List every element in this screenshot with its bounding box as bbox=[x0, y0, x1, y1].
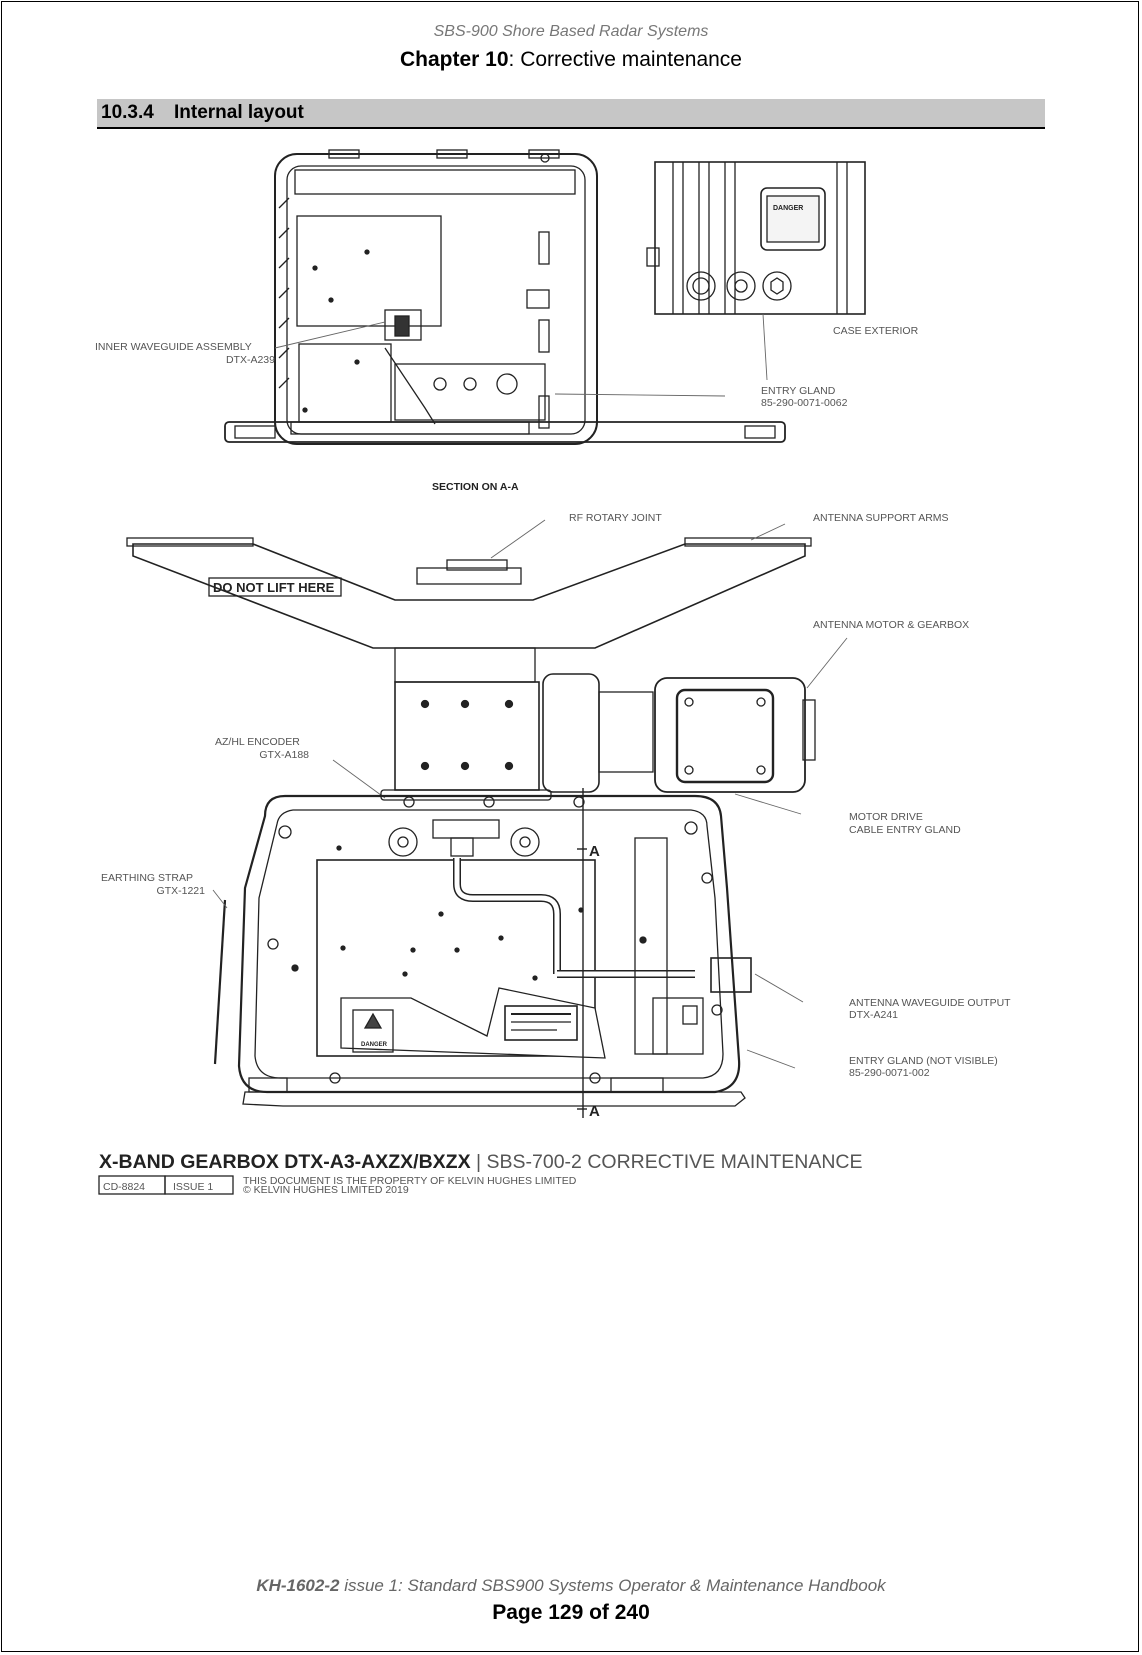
label-inner-waveguide-part: DTX-A239 bbox=[226, 354, 275, 366]
title-block-issue: ISSUE 1 bbox=[173, 1181, 213, 1193]
label-earthing-strap-part: GTX-1221 bbox=[157, 885, 206, 897]
section-view bbox=[224, 149, 786, 445]
antenna-support-arms bbox=[126, 519, 812, 649]
footer-doc-code: KH-1602-2 bbox=[256, 1576, 340, 1595]
label-motor-drive: MOTOR DRIVE bbox=[849, 811, 923, 823]
label-danger-plate: DANGER bbox=[773, 205, 803, 212]
chapter-title: : Corrective maintenance bbox=[508, 48, 742, 71]
do-not-lift-box bbox=[208, 577, 342, 597]
label-rf-rotary-joint: RF ROTARY JOINT bbox=[569, 512, 662, 524]
drawing-labels: INNER WAVEGUIDE ASSEMBLY DTX-A239 CASE E… bbox=[95, 205, 1011, 1196]
label-earthing-strap: EARTHING STRAP bbox=[101, 872, 193, 884]
footer-doc-title: issue 1: Standard SBS900 Systems Operato… bbox=[339, 1576, 886, 1595]
label-section-caption: SECTION ON A-A bbox=[432, 481, 519, 493]
label-section-a-top: A bbox=[589, 843, 600, 860]
section-number: 10.3.4 bbox=[101, 102, 154, 123]
label-az-hl-encoder-part: GTX-A188 bbox=[259, 749, 309, 761]
title-block-notice-2: © KELVIN HUGHES LIMITED 2019 bbox=[243, 1184, 409, 1196]
title-block-heading: X-BAND GEARBOX DTX-A3-AXZX/BXZX | SBS-70… bbox=[99, 1151, 863, 1173]
label-antenna-motor: ANTENNA MOTOR & GEARBOX bbox=[813, 619, 969, 631]
label-az-hl-encoder: AZ/HL ENCODER bbox=[215, 736, 300, 748]
label-section-a-bottom: A bbox=[589, 1103, 600, 1120]
label-danger-sticker: DANGER bbox=[361, 1042, 388, 1048]
label-entry-gland-part: 85-290-0071-0062 bbox=[761, 397, 848, 409]
label-entry-gland-nv-part: 85-290-0071-002 bbox=[849, 1067, 930, 1079]
footer-page-number: Page 129 of 240 bbox=[492, 1601, 650, 1624]
label-cable-entry-gland: CABLE ENTRY GLAND bbox=[849, 824, 961, 836]
label-entry-gland: ENTRY GLAND bbox=[761, 385, 836, 397]
label-antenna-waveguide-part: DTX-A241 bbox=[849, 1009, 898, 1021]
label-entry-gland-nv: ENTRY GLAND (NOT VISIBLE) bbox=[849, 1055, 998, 1067]
label-antenna-support-arms: ANTENNA SUPPORT ARMS bbox=[813, 512, 949, 524]
chapter-heading: Chapter 10: Corrective maintenance bbox=[0, 48, 1142, 72]
gearbox-body bbox=[212, 788, 804, 1118]
label-antenna-waveguide: ANTENNA WAVEGUIDE OUTPUT bbox=[849, 997, 1011, 1009]
chapter-label: Chapter 10 bbox=[400, 48, 509, 71]
encoder-and-motor bbox=[332, 637, 848, 815]
footer-document: KH-1602-2 issue 1: Standard SBS900 Syste… bbox=[0, 1576, 1142, 1596]
title-block-bold: X-BAND GEARBOX DTX-A3-AXZX/BXZX bbox=[99, 1151, 471, 1173]
title-block-notice-1: THIS DOCUMENT IS THE PROPERTY OF KELVIN … bbox=[243, 1175, 577, 1187]
label-inner-waveguide: INNER WAVEGUIDE ASSEMBLY bbox=[95, 341, 252, 353]
title-block-doc-number: CD-8824 bbox=[103, 1181, 145, 1193]
label-do-not-lift: DO NOT LIFT HERE bbox=[213, 580, 335, 595]
case-exterior-view bbox=[646, 161, 866, 381]
title-block-rest: | SBS-700-2 CORRECTIVE MAINTENANCE bbox=[471, 1151, 863, 1173]
title-block bbox=[98, 1175, 234, 1195]
section-title: Internal layout bbox=[174, 102, 304, 123]
gearbox-technical-drawing: INNER WAVEGUIDE ASSEMBLY DTX-A239 CASE E… bbox=[95, 149, 1011, 1196]
label-case-exterior: CASE EXTERIOR bbox=[833, 325, 919, 337]
section-heading: 10.3.4 Internal layout bbox=[97, 99, 1045, 129]
system-title: SBS-900 Shore Based Radar Systems bbox=[433, 23, 709, 40]
